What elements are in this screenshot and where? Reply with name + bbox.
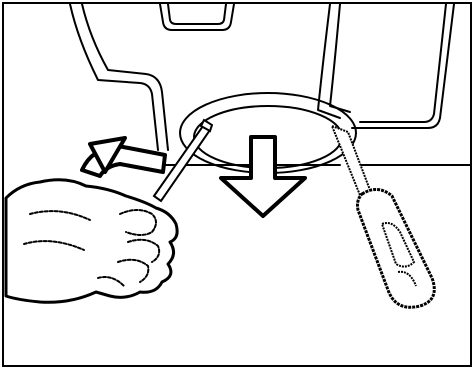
screwdriver-icon	[330, 124, 436, 309]
hand-icon	[4, 178, 179, 304]
flat-blade-tool-icon	[152, 118, 214, 203]
down-arrow-icon	[219, 135, 307, 218]
curved-arrow-icon	[80, 136, 167, 178]
